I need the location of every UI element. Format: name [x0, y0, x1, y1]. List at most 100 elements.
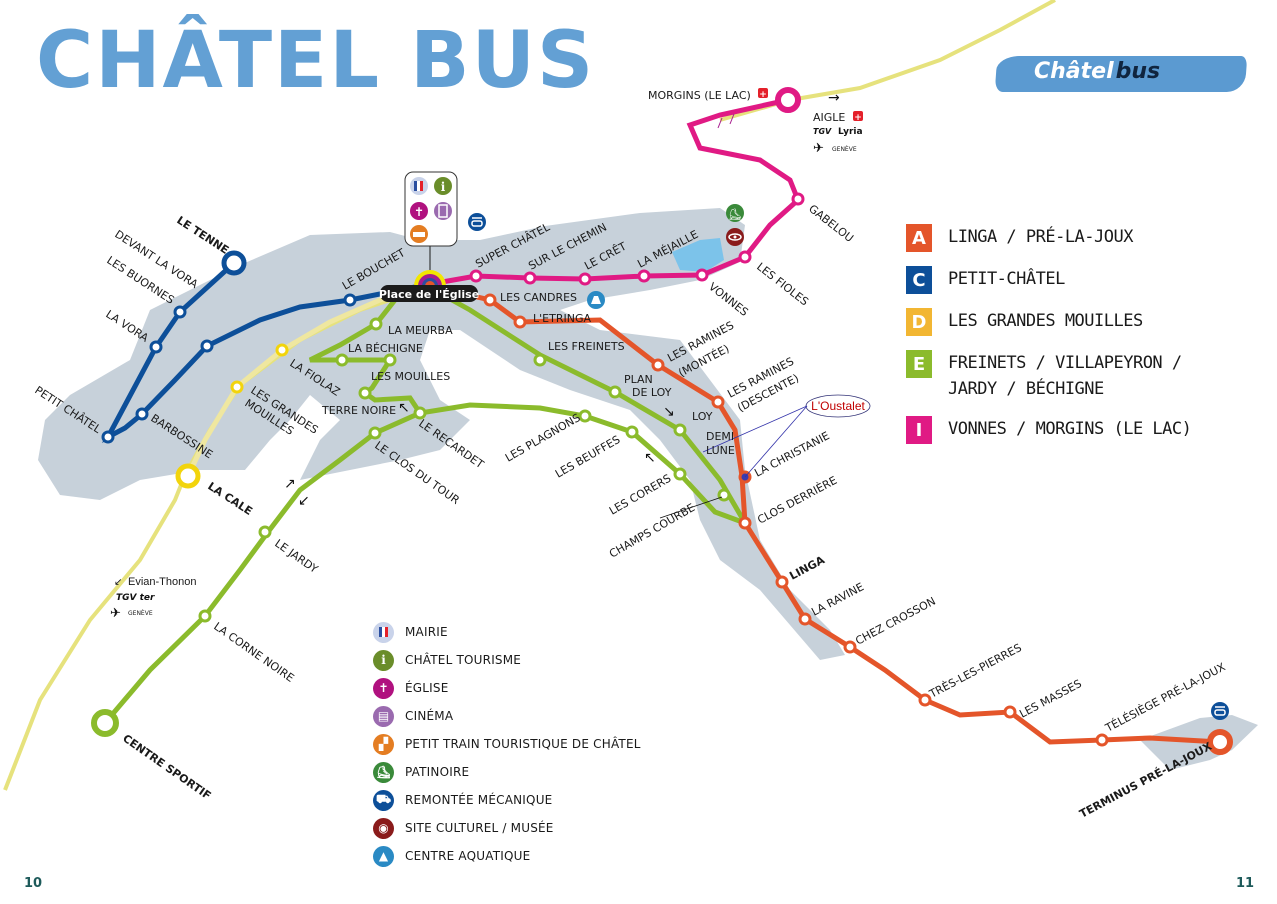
tourist-train-icon: ▞: [373, 733, 394, 755]
line-I-label: VONNES / MORGINS (LE LAC): [948, 419, 1192, 439]
legend-line-I[interactable]: I VONNES / MORGINS (LE LAC): [906, 416, 1192, 444]
svg-text:LE JARDY: LE JARDY: [272, 537, 320, 576]
page-number-right: 11: [1236, 876, 1255, 891]
poi-label: CHÂTEL TOURISME: [405, 653, 522, 667]
svg-text:L'ETRINGA: L'ETRINGA: [533, 312, 591, 325]
aquatic-center-icon: ▲: [373, 845, 394, 867]
ice-skating-icon-map: ⛸: [726, 204, 744, 222]
poi-label: SITE CULTUREL / MUSÉE: [405, 821, 554, 835]
svg-text:TRÈS-LES-PIERRES: TRÈS-LES-PIERRES: [926, 641, 1023, 701]
svg-text:+: +: [759, 90, 767, 100]
geneve-label-evian: GENÈVE: [128, 609, 153, 617]
lake: [672, 238, 724, 272]
gondola-lift-icon-center: [468, 213, 486, 231]
svg-text:LE TENNE: LE TENNE: [174, 214, 231, 257]
svg-text:↖: ↖: [398, 400, 410, 416]
poi-remontee: ⛟ REMONTÉE MÉCANIQUE: [373, 786, 641, 814]
svg-text:✝: ✝: [414, 205, 424, 219]
stops: [91, 87, 1233, 755]
tgv-ter-logo: TGV ter: [116, 593, 155, 603]
poi-aquatique: ▲ CENTRE AQUATIQUE: [373, 842, 641, 870]
poi-petit-train: ▞ PETIT TRAIN TOURISTIQUE DE CHÂTEL: [373, 730, 641, 758]
museum-eye-icon-map: [726, 228, 744, 246]
church-cross-icon: ✝: [373, 677, 394, 699]
poi-label: PETIT TRAIN TOURISTIQUE DE CHÂTEL: [405, 737, 641, 751]
lyria-label: Lyria: [838, 127, 863, 137]
line-A-route: [424, 282, 1221, 745]
line-E-badge: E: [906, 350, 932, 378]
ice-skating-icon: ⛸: [373, 761, 394, 783]
svg-text:LES CORERS: LES CORERS: [607, 472, 673, 518]
legend-line-A[interactable]: A LINGA / PRÉ-LA-JOUX: [906, 224, 1191, 252]
line-D-label: LES GRANDES MOUILLES: [948, 311, 1143, 331]
line-D-badge: D: [906, 308, 932, 336]
poi-label: CINÉMA: [405, 709, 454, 723]
line-E-route: [103, 282, 748, 725]
logo-text-chatel: Châtel: [1034, 59, 1114, 84]
bus-lines-legend: A LINGA / PRÉ-LA-JOUX C PETIT-CHÂTEL D L…: [906, 224, 1192, 458]
svg-text:CLOS DERRIÈRE: CLOS DERRIÈRE: [755, 474, 839, 527]
svg-text:LES FIOLES: LES FIOLES: [754, 260, 811, 308]
direction-arrows: ↖ ↗ ↙ ↘ ↖ →: [284, 90, 840, 509]
cinema-film-icon: ▤: [373, 705, 394, 727]
geneve-label-aigle: GENÈVE: [832, 145, 857, 153]
poi-mairie: MAIRIE: [373, 618, 641, 646]
svg-text:+: +: [854, 113, 862, 123]
poi-label: REMONTÉE MÉCANIQUE: [405, 793, 553, 807]
svg-text:↗: ↗: [284, 476, 296, 492]
svg-text:LA MEURBA: LA MEURBA: [388, 324, 453, 337]
line-A-label: LINGA / PRÉ-LA-JOUX: [948, 227, 1133, 247]
svg-text:→: →: [828, 90, 840, 106]
svg-text:LOY: LOY: [692, 410, 713, 423]
page-number-left: 10: [24, 876, 43, 891]
line-C-route: [101, 261, 426, 444]
svg-text:CHEZ CROSSON: CHEZ CROSSON: [853, 594, 937, 647]
poi-cinema: ▤ CINÉMA: [373, 702, 641, 730]
poi-label: PATINOIRE: [405, 765, 470, 779]
svg-text:GABELOU: GABELOU: [806, 202, 856, 245]
svg-text:LES FREINETS: LES FREINETS: [548, 340, 625, 353]
line-I-badge: I: [906, 416, 932, 444]
poi-legend: MAIRIE i CHÂTEL TOURISME ✝ ÉGLISE ▤ CINÉ…: [373, 618, 641, 870]
oustalet-annotation: L'Oustalet: [702, 394, 871, 478]
aigle-label: AIGLE: [813, 111, 845, 124]
poi-label: ÉGLISE: [405, 681, 449, 695]
legend-line-C[interactable]: C PETIT-CHÂTEL: [906, 266, 1191, 294]
svg-text:↙: ↙: [298, 493, 310, 509]
line-C-label: PETIT-CHÂTEL: [948, 269, 1065, 289]
svg-text:LES MOUILLES: LES MOUILLES: [371, 370, 450, 383]
svg-text:↘: ↘: [663, 404, 675, 420]
svg-text:TERRE NOIRE: TERRE NOIRE: [321, 404, 396, 417]
legend-line-D[interactable]: D LES GRANDES MOUILLES: [906, 308, 1191, 336]
svg-text:LINGA: LINGA: [787, 553, 827, 582]
morgins-label: MORGINS (LE LAC): [648, 89, 751, 102]
poi-patinoire: ⛸ PATINOIRE: [373, 758, 641, 786]
airplane-icon: ✈: [110, 606, 121, 621]
legend-line-E[interactable]: E FREINETS / VILLAPEYRON / JARDY / BÉCHI…: [906, 350, 1191, 402]
poi-label: CENTRE AQUATIQUE: [405, 849, 531, 863]
svg-text:CENTRE SPORTIF: CENTRE SPORTIF: [120, 732, 213, 803]
mairie-flag-icon: [373, 621, 394, 643]
svg-text:TERMINUS PRÉ-LA-JOUX: TERMINUS PRÉ-LA-JOUX: [1077, 739, 1214, 820]
svg-text:DEVANT LA VORA: DEVANT LA VORA: [112, 228, 200, 292]
svg-text:L'Oustalet: L'Oustalet: [811, 399, 865, 413]
svg-text:LES PLAGNONS: LES PLAGNONS: [503, 411, 583, 465]
gondola-lift-icon: ⛟: [373, 789, 394, 811]
svg-text:LES BEUFFES: LES BEUFFES: [553, 433, 622, 481]
line-C-badge: C: [906, 266, 932, 294]
airplane-icon: ✈: [813, 141, 824, 156]
svg-text:LA CORNE NOIRE: LA CORNE NOIRE: [211, 620, 296, 685]
evian-label: Evian-Thonon: [128, 576, 197, 588]
poi-tourisme: i CHÂTEL TOURISME: [373, 646, 641, 674]
museum-eye-icon: ◉: [373, 817, 394, 839]
svg-text:i: i: [441, 180, 446, 194]
svg-text:LA CALE: LA CALE: [205, 480, 254, 518]
poi-musee: ◉ SITE CULTUREL / MUSÉE: [373, 814, 641, 842]
hub-place-de-leglise[interactable]: Place de l'Église: [379, 270, 479, 302]
poi-label: MAIRIE: [405, 625, 448, 639]
svg-text:⛸: ⛸: [728, 208, 742, 221]
aquatic-center-icon-map: [587, 291, 605, 309]
svg-text:LA BÉCHIGNE: LA BÉCHIGNE: [348, 342, 423, 355]
tgv-logo: TGV: [813, 127, 832, 136]
